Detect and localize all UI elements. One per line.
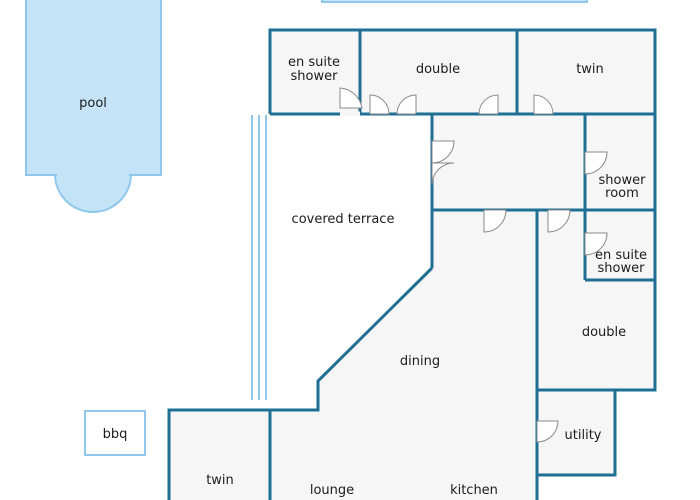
utility-label: utility: [565, 428, 602, 443]
shower-room-label-1: shower: [599, 173, 647, 188]
double-right-label: double: [582, 325, 626, 340]
twin-bottom-label: twin: [206, 473, 234, 488]
bbq-box: [84, 410, 146, 456]
en-suite-top-label-1: en suite: [288, 55, 340, 70]
top-pool-edge: [321, 0, 588, 3]
covered-terrace-label: covered terrace: [292, 212, 395, 227]
floor-fills: [169, 30, 655, 500]
en-suite-top-label-2: shower: [291, 69, 339, 84]
doors: [339, 87, 608, 443]
double-top-label: double: [416, 62, 460, 77]
lounge-label: lounge: [310, 483, 354, 498]
pool: [25, 0, 162, 213]
dining-label: dining: [400, 354, 440, 369]
shower-room-label-2: room: [605, 186, 639, 201]
walls: [167, 28, 657, 500]
bbq-label: bbq: [103, 427, 128, 442]
en-suite-right-label-2: shower: [598, 261, 646, 276]
twin-top-label: twin: [576, 62, 604, 77]
en-suite-right-label-1: en suite: [595, 248, 647, 263]
kitchen-label: kitchen: [450, 483, 498, 498]
terrace-rails: [251, 115, 267, 400]
pool-label: pool: [79, 96, 107, 111]
